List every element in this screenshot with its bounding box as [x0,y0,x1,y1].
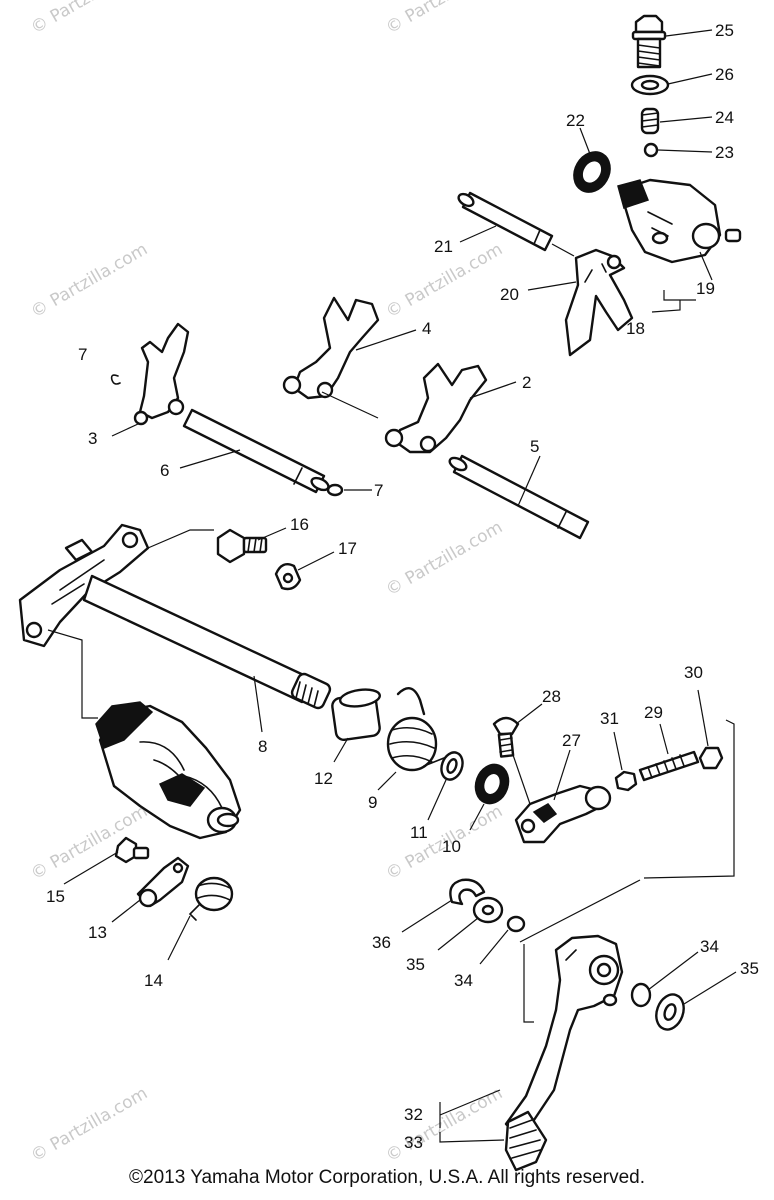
part-4-shift-fork [282,296,380,400]
part-18-shift-stopper [617,178,722,264]
callout-33: 33 [404,1133,423,1152]
part-28-bolt [492,716,520,758]
callout-32: 32 [404,1105,423,1124]
leader-line [511,751,531,805]
watermark: © Partzilla.com [383,0,507,38]
callout-10: 10 [442,837,461,856]
callout-11: 11 [410,823,428,842]
part-10-oil-seal [474,763,510,805]
callout-21: 21 [434,237,453,256]
callout-34-left: 34 [454,971,473,990]
part-14-spring [188,876,234,921]
part-23-ball [643,142,659,158]
part-9-spring [386,687,445,772]
callout-27: 27 [562,731,581,750]
callout-15: 15 [46,887,65,906]
callout-7-upper: 7 [78,345,87,364]
part-26-washer [630,74,670,96]
part-8-shift-shaft [18,523,332,710]
part-33-pedal-rubber [504,1110,548,1172]
callout-17: 17 [338,539,357,558]
callout-29: 29 [644,703,663,722]
part-34-o-ring [506,915,526,933]
callout-25: 25 [715,21,734,40]
part-15-bolt [114,836,150,864]
part-29-tie-rod [638,750,700,782]
part-31-nut [614,770,638,792]
part-32-shift-pedal [504,934,624,1136]
callout-35-right: 35 [740,959,759,978]
leader-line [643,719,735,879]
callout-4: 4 [422,319,431,338]
copyright-notice: ©2013 Yamaha Motor Corporation, U.S.A. A… [129,1167,645,1188]
part-30-nut [698,746,724,770]
callout-23: 23 [715,143,734,162]
callout-22: 22 [566,111,585,130]
callout-3: 3 [88,429,97,448]
part-7-clip [110,374,121,385]
callout-31: 31 [600,709,619,728]
part-20-shift-fork [564,248,634,357]
callout-36: 36 [372,933,391,952]
part-16-bolt [216,528,268,564]
part-27-shift-lever [514,784,612,844]
callout-28: 28 [542,687,561,706]
shift-drum [95,701,242,840]
callout-20: 20 [500,285,519,304]
part-19-pin [724,228,742,243]
watermark: © Partzilla.com [383,1083,507,1166]
callout-34-right: 34 [700,937,719,956]
part-7-clip [326,483,344,497]
part-13-stopper-lever [136,856,190,908]
leader-line [147,529,214,549]
callout-2: 2 [522,373,531,392]
part-34-o-ring [630,982,652,1008]
part-2-shift-fork [384,362,488,454]
callout-8: 8 [258,737,267,756]
part-21-guide-bar [457,191,554,252]
callout-9: 9 [368,793,377,812]
callout-24: 24 [715,108,734,127]
callout-26: 26 [715,65,734,84]
part-24-spring [640,107,660,135]
watermark: © Partzilla.com [28,239,152,322]
watermark: © Partzilla.com [28,1083,152,1166]
callout-19: 19 [696,279,715,298]
part-17-plate [274,563,302,591]
part-3-shift-fork [133,322,190,426]
part-11-washer [440,751,464,781]
leader-line [519,879,641,943]
watermark: © Partzilla.com [28,0,152,38]
callout-labels: 25 26 24 23 22 19 18 21 20 4 2 7 3 5 6 7… [46,21,759,1152]
callout-30: 30 [684,663,703,682]
part-35-washer [655,993,685,1031]
watermark: © Partzilla.com [383,517,507,600]
part-25-bolt [631,14,667,69]
part-36-circlip [449,878,486,906]
callout-5: 5 [530,437,539,456]
callout-7-lower: 7 [374,481,383,500]
part-22-oil-seal [573,151,611,193]
part-6-guide-bar [182,408,330,494]
callout-18: 18 [626,319,645,338]
callout-14: 14 [144,971,163,990]
leader-line [551,243,575,257]
part-35-washer [472,896,504,924]
leader-line [523,944,534,1023]
callout-35-left: 35 [406,955,425,974]
callout-leaders [63,29,737,1143]
callout-6: 6 [160,461,169,480]
callout-12: 12 [314,769,333,788]
callout-13: 13 [88,923,107,942]
leader-line [47,629,98,719]
leader-line [321,391,379,419]
part-5-guide-bar [448,454,590,540]
part-12-collar [331,688,382,742]
callout-16: 16 [290,515,309,534]
